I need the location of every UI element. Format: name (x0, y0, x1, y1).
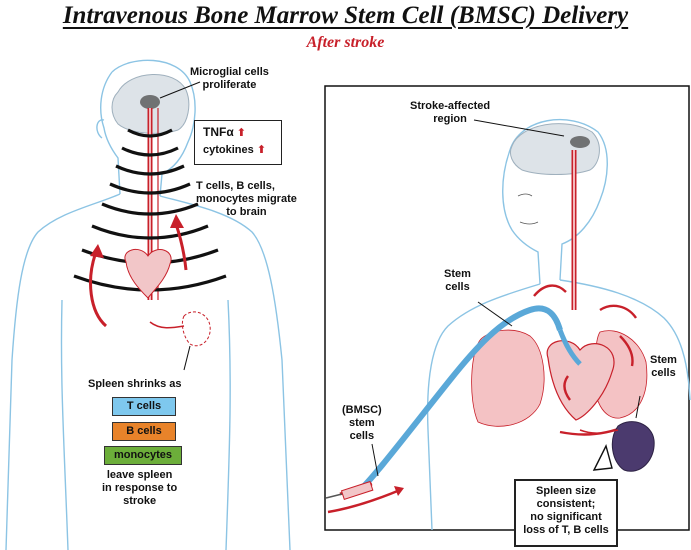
spleen-note-arrow (592, 444, 613, 471)
tnf-text: TNFα (203, 125, 234, 139)
migrate-line-1: T cells, B cells, (196, 180, 275, 192)
stem-cells-right-line-1: Stem (650, 354, 677, 366)
up-arrow-icon: ⬆ (256, 144, 267, 156)
chip-b-cells: B cells (112, 422, 176, 441)
diagram-subtitle: After stroke (306, 34, 385, 51)
migrate-label: T cells, B cells, monocytes migrate to b… (196, 180, 297, 219)
cytokines-text: cytokines (203, 144, 254, 156)
migrate-line-2: monocytes migrate (196, 193, 297, 205)
stem-cells-left-line-2: cells (445, 281, 470, 293)
right-face (517, 193, 539, 225)
cytokines-line: cytokines ⬆ (203, 144, 281, 157)
leave-line-3: stroke (123, 495, 157, 507)
stroke-region-line-1: Stroke-affected (410, 100, 491, 112)
migrate-line-3: to brain (226, 206, 267, 218)
leave-line-2: in response to (102, 482, 178, 494)
stem-cells-right-line-2: cells (651, 367, 676, 379)
injection-arrow (327, 488, 401, 514)
right-body-outline (426, 118, 691, 531)
leave-line-1: leave spleen (106, 469, 173, 481)
stroke-region-line-2: region (433, 113, 467, 125)
microglia-label-line-1: Microglial cells (190, 66, 269, 78)
bmsc-line-1: (BMSC) (342, 404, 382, 416)
microglia-label: Microglial cells proliferate (190, 66, 269, 92)
chip-t-cells: T cells (112, 397, 176, 416)
up-arrow-icon: ⬆ (236, 127, 246, 139)
bmsc-line-3: cells (349, 430, 375, 442)
left-spleen (181, 311, 211, 347)
tnf-line: TNFα ⬆ (203, 126, 281, 140)
iv-vein (355, 305, 563, 495)
stroke-region-label: Stroke-affected region (410, 100, 490, 126)
spleen-note-line-3: no significant (530, 511, 602, 523)
right-spleen (611, 421, 655, 472)
microglia-cluster (140, 95, 160, 109)
bmsc-label: (BMSC) stem cells (342, 404, 382, 443)
arrowhead-right (170, 214, 184, 228)
spleen-note-line-1: Spleen size (536, 485, 596, 497)
right-lung-left (471, 329, 545, 427)
stem-cells-label-lungs: Stem cells (444, 268, 471, 294)
spleen-note-line-2: consistent; (536, 498, 596, 510)
microglia-label-line-2: proliferate (202, 79, 257, 91)
leave-spleen-label: leave spleen in response to stroke (102, 469, 177, 508)
arrowhead-left (90, 244, 104, 258)
chip-monocytes: monocytes (104, 446, 182, 465)
diagram-title: Intravenous Bone Marrow Stem Cell (BMSC)… (62, 2, 629, 29)
left-heart (124, 248, 172, 299)
spleen-note-line-4: loss of T, B cells (523, 524, 609, 536)
spleen-shrinks-label: Spleen shrinks as (88, 378, 182, 390)
tnf-cytokine-box: TNFα ⬆ cytokines ⬆ (194, 120, 282, 165)
left-body-outline (5, 59, 291, 550)
syringe (325, 480, 374, 501)
stem-cells-left-line-1: Stem (444, 268, 471, 280)
stroke-lesion (570, 136, 590, 148)
stem-cells-label-spleen: Stem cells (650, 354, 677, 380)
bmsc-line-2: stem (349, 417, 375, 429)
spleen-note-box: Spleen size consistent; no significant l… (514, 479, 618, 547)
